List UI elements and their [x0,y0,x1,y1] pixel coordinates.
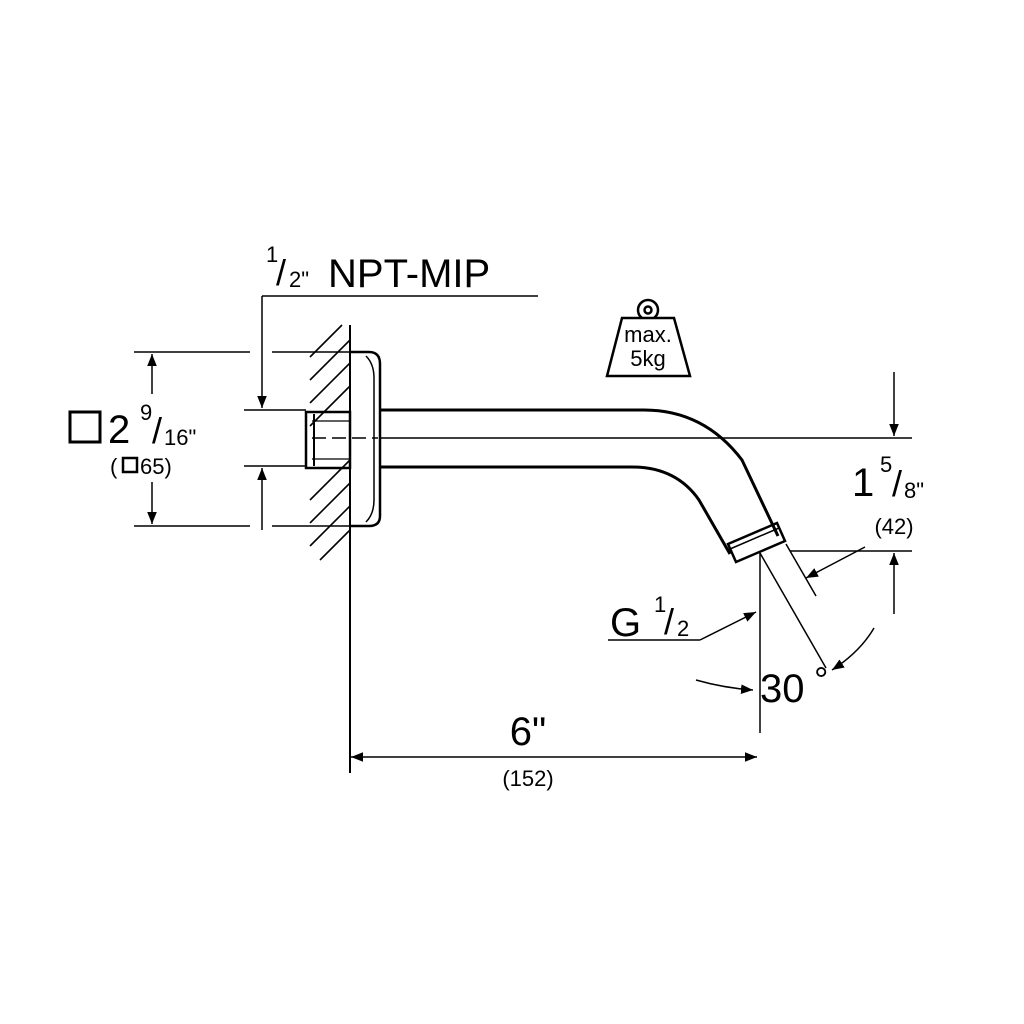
drop-denominator: 8" [904,478,924,503]
flange-size-denominator: 16" [164,425,196,450]
npt-fraction-numerator: 1 [266,242,278,267]
angle-dimension [695,553,875,733]
outlet-diameter-dimension [785,543,866,597]
npt-fraction-slash: / [276,252,286,293]
threaded-nipple [304,410,352,470]
center-lines [312,437,912,669]
angle-unit: ° [814,659,828,700]
drop-numerator: 5 [880,452,892,477]
wall-hatching-bottom [309,459,351,561]
outlet-thread-numerator: 1 [654,592,666,617]
drop-metric: (42) [874,514,913,539]
drop-whole: 1 [852,461,874,505]
shower-arm [380,408,780,555]
weight-label-kg: 5kg [630,346,665,371]
metric-square-icon [121,456,139,474]
weight-label-max: max. [624,322,672,347]
flange-size-metric-value: 65) [140,454,172,479]
flange-size-whole: 2 [108,408,130,452]
flange-size-numerator: 9 [140,400,152,425]
length-imperial: 6" [510,710,546,754]
outlet-thread-slash: / [664,601,674,642]
square-symbol-icon [68,410,102,444]
outlet-thread-letter: G [610,601,641,645]
weight-icon [605,298,692,378]
drop-dimension [790,372,912,614]
drop-slash: / [892,463,902,504]
flange-size-slash: / [152,410,162,451]
thread-dimension [244,295,538,530]
arm-top-edge [380,408,780,537]
wall-flange [350,350,382,528]
outlet-thread-denominator: 2 [677,616,689,641]
arm-bottom-edge [380,465,732,555]
wall [309,324,351,773]
length-metric: (152) [502,766,553,791]
npt-fraction-denominator: 2" [289,267,309,292]
g-thread-leader [608,611,757,641]
angle-value: 30 [760,667,805,711]
flange-dimension [134,351,250,527]
outlet-thread [726,521,787,564]
flange-size-metric-open: ( [110,454,118,479]
npt-thread-type: NPT-MIP [328,252,490,296]
